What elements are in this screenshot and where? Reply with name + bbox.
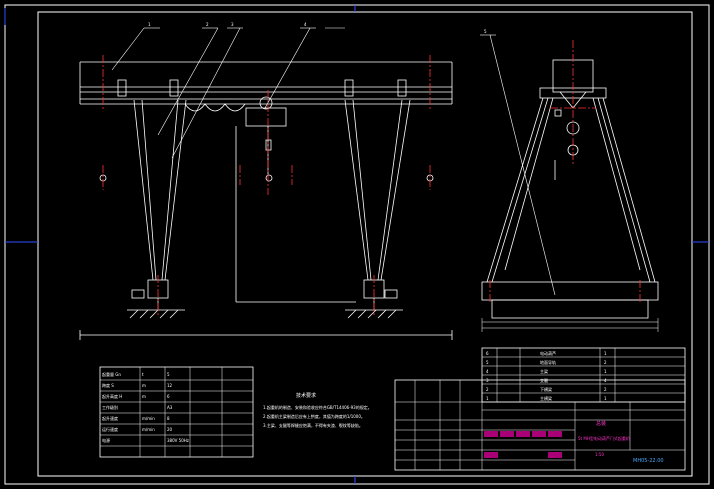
param-row-4-value: 8 <box>167 416 170 421</box>
tech-requirement-line-2: 2.起重机主梁制造后应有上拱度，其值为跨度的1/1000。 <box>263 413 365 419</box>
param-row-1-name: 跨度 S <box>102 382 114 388</box>
svg-text:2: 2 <box>206 22 209 27</box>
svg-text:1: 1 <box>604 369 607 374</box>
svg-text:1: 1 <box>148 22 151 27</box>
centering-marks <box>4 5 709 484</box>
svg-text:2: 2 <box>486 387 489 392</box>
title-block: 总装 5t MH型电动葫芦门式起重机 MH05-22.00 1:50 <box>394 379 686 471</box>
side-dimension <box>481 318 659 332</box>
title-block-drawing-title: 5t MH型电动葫芦门式起重机 <box>578 435 630 441</box>
svg-text:主梁: 主梁 <box>540 368 548 374</box>
parts-list: 6 电动葫芦 1 5 地面导轨 2 4 主梁 1 3 支腿 4 2 下横梁 2 … <box>481 347 686 403</box>
title-block-scale: 1:50 <box>595 452 604 457</box>
param-row-3-name: 工作级别 <box>102 404 118 410</box>
param-row-2-name: 起升高度 H <box>102 393 122 399</box>
leader-labels: 1 2 3 4 5 <box>148 22 487 34</box>
svg-text:2: 2 <box>604 387 607 392</box>
title-block-school: 总装 <box>596 420 606 427</box>
svg-text:4: 4 <box>304 22 307 27</box>
svg-text:3: 3 <box>486 378 489 383</box>
param-row-4-name: 起升速度 <box>102 415 118 421</box>
front-centerlines <box>102 55 431 315</box>
svg-text:5: 5 <box>486 360 489 365</box>
side-view <box>481 59 659 319</box>
param-row-6-value: 380V 50Hz <box>167 438 189 443</box>
inner-frame <box>37 11 693 477</box>
side-centerlines <box>489 40 641 302</box>
svg-text:4: 4 <box>486 369 489 374</box>
param-row-6-name: 电源 <box>102 437 110 443</box>
tech-requirements: 技术要求 1.起重机的制造、安装和验收应符合GB/T14406-93的规定。 2… <box>263 392 372 428</box>
param-row-0-name: 起重量 Gn <box>102 371 121 377</box>
outer-border <box>4 4 710 485</box>
svg-text:电动葫芦: 电动葫芦 <box>540 350 556 356</box>
tech-requirement-line-3: 3.主梁、支腿等焊缝应饱满，不得有夹渣、裂纹等缺陷。 <box>263 422 363 428</box>
svg-text:4: 4 <box>604 378 607 383</box>
svg-text:主横梁: 主横梁 <box>540 395 552 401</box>
param-row-1-value: 12 <box>167 383 173 388</box>
title-block-fills <box>484 431 562 458</box>
parameter-table: 起重量 Gn t 5 跨度 S m 12 起升高度 H m 6 工作级别 A3 … <box>99 366 254 458</box>
tech-requirements-title: 技术要求 <box>296 392 316 399</box>
svg-text:1: 1 <box>604 396 607 401</box>
param-row-4-unit: m/min <box>142 416 155 421</box>
tech-requirement-line-1: 1.起重机的制造、安装和验收应符合GB/T14406-93的规定。 <box>263 404 372 410</box>
svg-text:下横梁: 下横梁 <box>540 386 552 392</box>
svg-text:6: 6 <box>486 351 489 356</box>
svg-text:地面导轨: 地面导轨 <box>540 359 556 365</box>
svg-text:1: 1 <box>604 351 607 356</box>
svg-text:2: 2 <box>604 360 607 365</box>
svg-text:5: 5 <box>484 29 487 34</box>
param-row-2-value: 6 <box>167 394 170 399</box>
param-row-5-name: 运行速度 <box>102 426 118 432</box>
param-row-0-value: 5 <box>167 372 170 377</box>
param-row-5-unit: m/min <box>142 427 155 432</box>
param-row-3-value: A3 <box>167 405 173 410</box>
param-row-0-unit: t <box>142 372 144 377</box>
front-view <box>79 61 453 340</box>
param-row-1-unit: m <box>142 383 146 388</box>
param-row-2-unit: m <box>142 394 146 399</box>
svg-text:1: 1 <box>486 396 489 401</box>
title-block-drawing-number: MH05-22.00 <box>633 458 664 464</box>
svg-text:3: 3 <box>231 22 234 27</box>
param-row-5-value: 20 <box>167 427 173 432</box>
